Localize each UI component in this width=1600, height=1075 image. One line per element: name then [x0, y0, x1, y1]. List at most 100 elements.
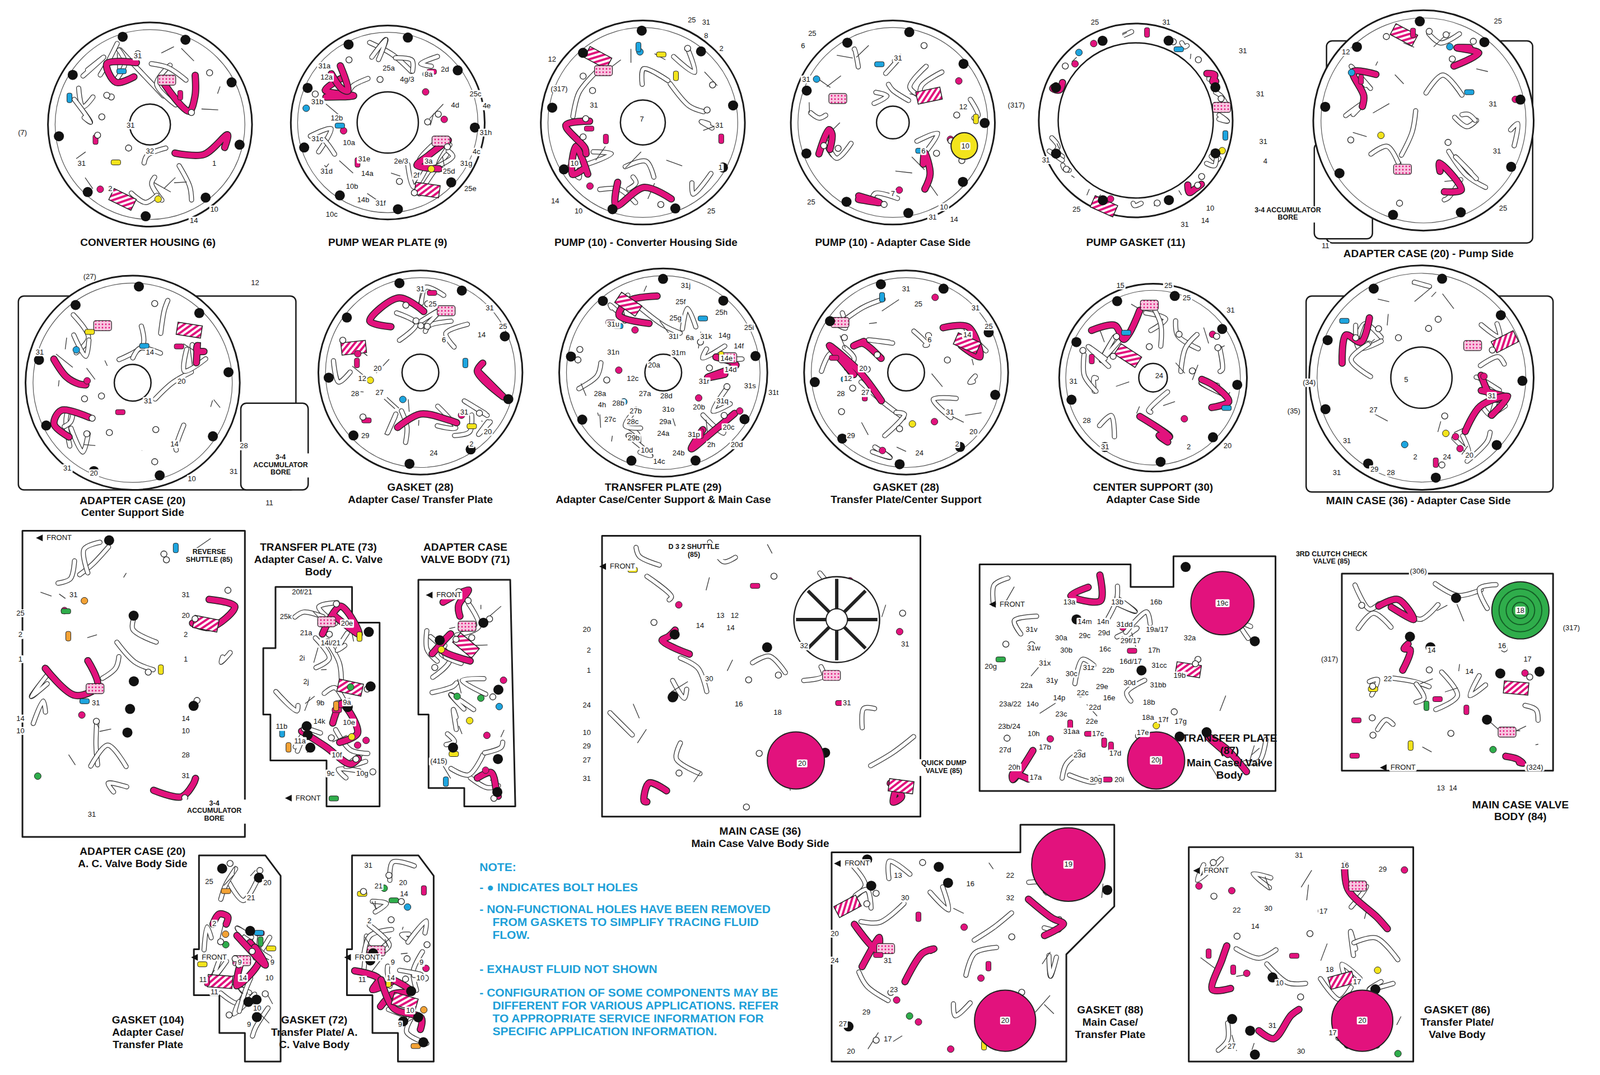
fluid-port [1223, 130, 1229, 141]
callout-number: 20 [968, 427, 979, 436]
web-line [408, 399, 410, 412]
callout-number: 20h [1006, 763, 1022, 772]
passage [1083, 354, 1096, 391]
pressure-passage [644, 782, 667, 802]
callout-number: 31 [142, 397, 153, 405]
callout-number: (34) [1301, 378, 1317, 387]
callout-number: 14 [694, 621, 706, 630]
title-heading: PUMP WEAR PLATE (9) [285, 236, 490, 249]
large-bore [1331, 989, 1393, 1051]
open-hole [1176, 330, 1183, 338]
callout-number: 24b [671, 449, 687, 457]
open-hole [1426, 28, 1433, 35]
callout-number: 17 [1522, 655, 1533, 664]
bolt-hole [128, 675, 139, 687]
callout-number: 1 [717, 163, 724, 172]
pressure-passage-wall [923, 152, 931, 190]
callout-number: FRONT [45, 533, 73, 542]
bolt-hole [933, 861, 944, 872]
callout-number: 20a [646, 361, 662, 370]
web-line [1178, 190, 1182, 195]
callout-number: 31 [1255, 89, 1266, 98]
callout-number: 19a/17 [1144, 625, 1170, 634]
callout-number: 25 [983, 322, 994, 331]
fluid-port [1101, 737, 1107, 748]
bolt-hole [492, 786, 503, 797]
filter-spoke [835, 630, 839, 661]
component-drawing [193, 855, 281, 1062]
web-line [637, 729, 647, 744]
callout-number: 31 [125, 121, 136, 130]
web-line [673, 418, 676, 427]
open-hole [1438, 461, 1445, 468]
passage [333, 360, 351, 382]
web-line [1456, 604, 1464, 622]
passage-wall [1181, 42, 1188, 47]
callout-number: 18 [772, 708, 783, 717]
callout-number: 11 [264, 498, 275, 507]
passage-wall [1455, 156, 1477, 179]
callout-number: 28 [1385, 468, 1396, 477]
web-line [1437, 604, 1448, 611]
passage [90, 744, 127, 767]
web-line [670, 681, 688, 693]
fluid-port [1144, 28, 1150, 38]
callout-number: 6 [799, 42, 806, 50]
open-hole [388, 916, 395, 923]
callout-number: 2j [302, 677, 311, 686]
component-outline [290, 25, 485, 220]
passage-wall [628, 176, 637, 189]
open-hole [756, 749, 763, 757]
bore-ring [1505, 595, 1535, 625]
callout-number: 17f [1157, 715, 1170, 723]
fluid-port [466, 717, 474, 725]
callout-number: 31h [478, 128, 493, 137]
bolt-hole [1387, 210, 1398, 221]
web-line [141, 450, 143, 451]
bolt-hole [1334, 168, 1345, 179]
bolt-hole [841, 196, 852, 207]
fluid-port [221, 888, 231, 894]
passage [179, 165, 192, 200]
component-title: TRANSFER PLATE (29)Adapter Case/Center S… [510, 481, 817, 506]
callout-number: 2f [412, 171, 421, 180]
callout-number: 25e [463, 184, 478, 193]
web-line [99, 728, 112, 731]
passage-wall [682, 308, 696, 330]
component-drawing [1059, 283, 1247, 472]
fluid-port [1347, 69, 1355, 77]
dotted-passage [317, 616, 336, 627]
passage-wall [1148, 392, 1168, 413]
web-line [869, 322, 878, 324]
passage-wall [1266, 963, 1306, 984]
bolt-hole [1368, 283, 1379, 294]
passage [395, 57, 413, 72]
fluid-port [1463, 705, 1469, 715]
component-panel: GASKET (86)Transfer Plate/ Valve Body [1188, 846, 1500, 1062]
callout-number: 31x [1037, 659, 1052, 667]
callout-number: 2i [297, 654, 306, 662]
pressure-passage-wall [1465, 395, 1508, 432]
open-hole [899, 609, 906, 617]
callout-number: 20g [983, 662, 998, 671]
callout-number: 14 [1447, 783, 1458, 792]
passage-wall [803, 666, 824, 681]
component-outline [558, 268, 768, 477]
fluid-port [879, 446, 886, 454]
passage [436, 150, 454, 167]
fluid-port [631, 326, 639, 334]
web-line [895, 170, 913, 173]
hub-bore [876, 105, 909, 139]
callout-number: 6 [926, 336, 933, 344]
pressure-passage [1505, 756, 1523, 763]
passage [884, 412, 905, 436]
passage [870, 736, 914, 766]
callout-number: FRONT [998, 600, 1026, 609]
fluid-port [78, 711, 86, 718]
callout-number: 31 [1487, 100, 1498, 109]
open-hole [346, 56, 353, 63]
callout-number: 14m [1076, 617, 1093, 625]
callout-number: 28 [238, 441, 249, 450]
web-line [320, 669, 327, 671]
open-hole [703, 106, 711, 114]
